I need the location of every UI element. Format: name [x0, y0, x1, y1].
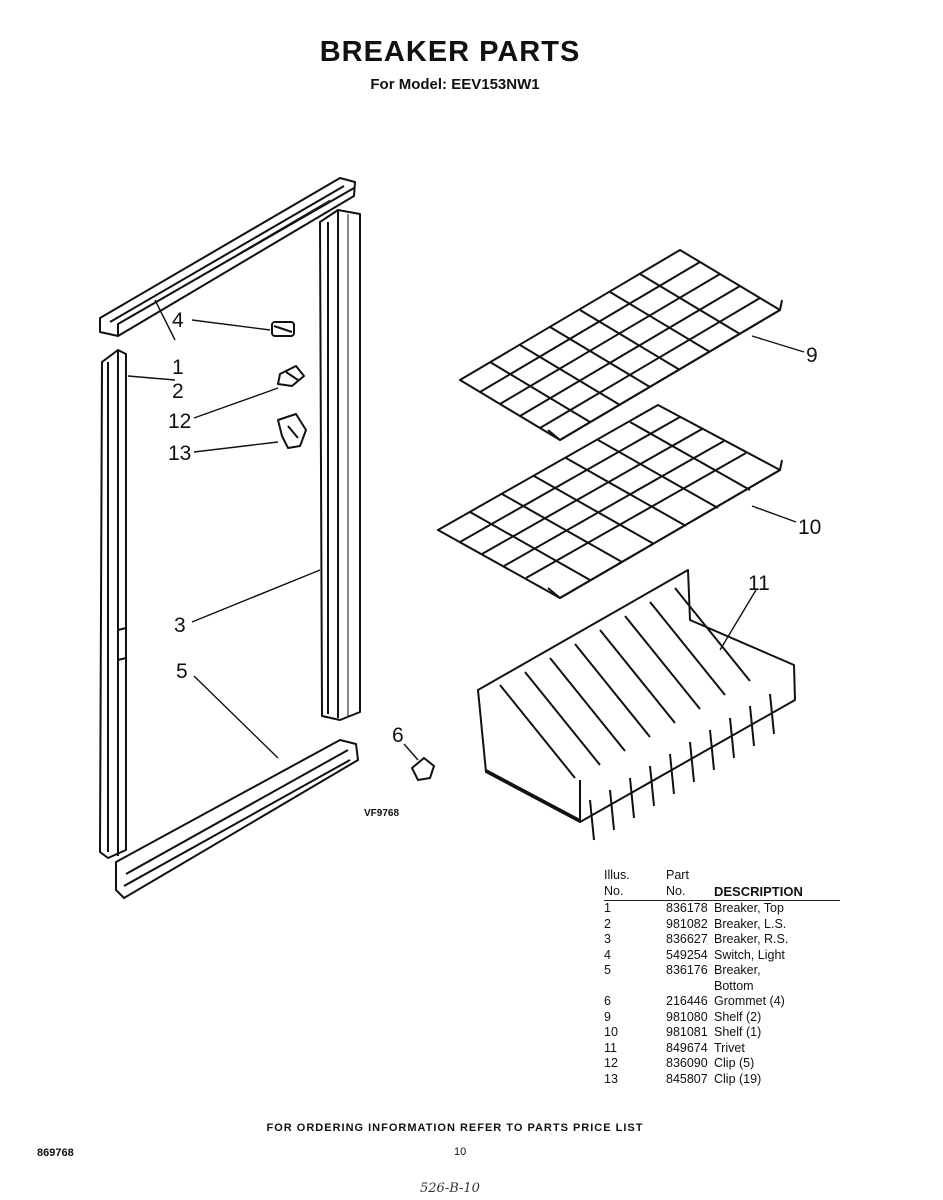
part-number: 836176	[666, 963, 708, 977]
table-row: 12 836090 Clip (5)	[604, 1056, 840, 1072]
part-description: Breaker,	[714, 963, 761, 977]
clip-12-part	[277, 365, 305, 387]
callout-11: 11	[748, 572, 770, 595]
breaker-bottom-part	[115, 739, 359, 899]
table-row: 6 216446 Grommet (4)	[604, 994, 840, 1010]
part-number: 981081	[666, 1025, 708, 1039]
light-switch-part	[271, 321, 295, 337]
model-subtitle: For Model: EEV153NW1	[370, 76, 540, 93]
trivet-part	[477, 569, 796, 841]
table-row: Bottom	[604, 979, 840, 995]
breaker-top-part	[99, 177, 356, 337]
shelf-9-part	[459, 249, 783, 441]
exploded-parts-diagram: 4 1 2 12 13 3 5 6 9 10 11 VF9768	[99, 177, 821, 899]
part-number	[666, 979, 714, 995]
part-number: 981082	[666, 916, 708, 931]
part-number: 981080	[666, 1009, 708, 1024]
breaker-left-side-part	[99, 349, 127, 859]
part-number: 549254	[666, 947, 708, 962]
part-description: Switch, Light	[714, 947, 785, 962]
callout-1: 1	[172, 356, 184, 379]
part-description: Grommet (4)	[714, 994, 785, 1008]
figure-code: VF9768	[364, 808, 399, 819]
illus-number: 12	[604, 1056, 618, 1070]
part-number: 836627	[666, 932, 708, 946]
illus-number: 5	[604, 963, 611, 977]
part-number: 836090	[666, 1056, 708, 1070]
callout-5: 5	[176, 660, 188, 683]
part-description: Breaker, L.S.	[714, 916, 787, 931]
callout-12: 12	[168, 410, 191, 433]
illus-number: 4	[604, 947, 611, 962]
clip-13-part	[277, 413, 307, 449]
callout-3: 3	[174, 614, 186, 637]
illus-number: 1	[604, 901, 611, 915]
table-row: 10 981081 Shelf (1)	[604, 1025, 840, 1041]
callout-6: 6	[392, 724, 404, 747]
shelf-10-part	[437, 404, 783, 599]
part-number: 836178	[666, 901, 708, 915]
part-description: Shelf (2)	[714, 1009, 762, 1024]
callout-4: 4	[172, 309, 184, 332]
part-number: 216446	[666, 994, 708, 1008]
table-row: 2 981082 Breaker, L.S.	[604, 917, 840, 933]
handwritten-note: 526-B-10	[420, 1181, 480, 1196]
illus-number: 10	[604, 1025, 618, 1039]
illus-header-line2: No.	[604, 883, 666, 901]
callout-2: 2	[172, 380, 184, 403]
breaker-right-side-part	[319, 209, 361, 721]
part-number: 845807	[666, 1071, 708, 1086]
table-row: 3 836627 Breaker, R.S.	[604, 932, 840, 948]
description-header: DESCRIPTION	[714, 883, 840, 901]
table-row: 4 549254 Switch, Light	[604, 948, 840, 964]
illus-number: 11	[604, 1040, 617, 1055]
ordering-info-note: FOR ORDERING INFORMATION REFER TO PARTS …	[266, 1122, 644, 1134]
illus-number: 13	[604, 1071, 618, 1086]
part-description: Trivet	[714, 1040, 745, 1055]
table-row: 13 845807 Clip (19)	[604, 1072, 840, 1088]
page-number: 10	[454, 1146, 467, 1158]
illus-number: 9	[604, 1009, 611, 1024]
illus-header-line1: Illus.	[604, 868, 630, 882]
callout-10: 10	[798, 516, 821, 539]
table-row: 5 836176 Breaker,	[604, 963, 840, 979]
illus-number	[604, 979, 666, 995]
part-description: Bottom	[714, 978, 754, 993]
part-header-line1: Part	[666, 868, 689, 882]
part-description: Breaker, Top	[714, 901, 784, 915]
part-description: Shelf (1)	[714, 1025, 762, 1039]
part-header-line2: No.	[666, 883, 714, 901]
grommet-part	[411, 757, 435, 781]
illus-number: 2	[604, 916, 611, 931]
callout-9: 9	[806, 344, 818, 367]
table-row: 9 981080 Shelf (2)	[604, 1010, 840, 1026]
part-description: Clip (5)	[714, 1056, 755, 1070]
document-number: 869768	[37, 1147, 74, 1159]
page-title: BREAKER PARTS	[319, 36, 581, 68]
part-description: Clip (19)	[714, 1071, 762, 1086]
illus-number: 3	[604, 932, 611, 946]
part-number: 849674	[666, 1040, 708, 1055]
illus-number: 6	[604, 994, 611, 1008]
part-description: Breaker, R.S.	[714, 932, 789, 946]
table-row: 11 849674 Trivet	[604, 1041, 840, 1057]
callout-13: 13	[168, 442, 191, 465]
table-row: 1 836178 Breaker, Top	[604, 901, 840, 917]
